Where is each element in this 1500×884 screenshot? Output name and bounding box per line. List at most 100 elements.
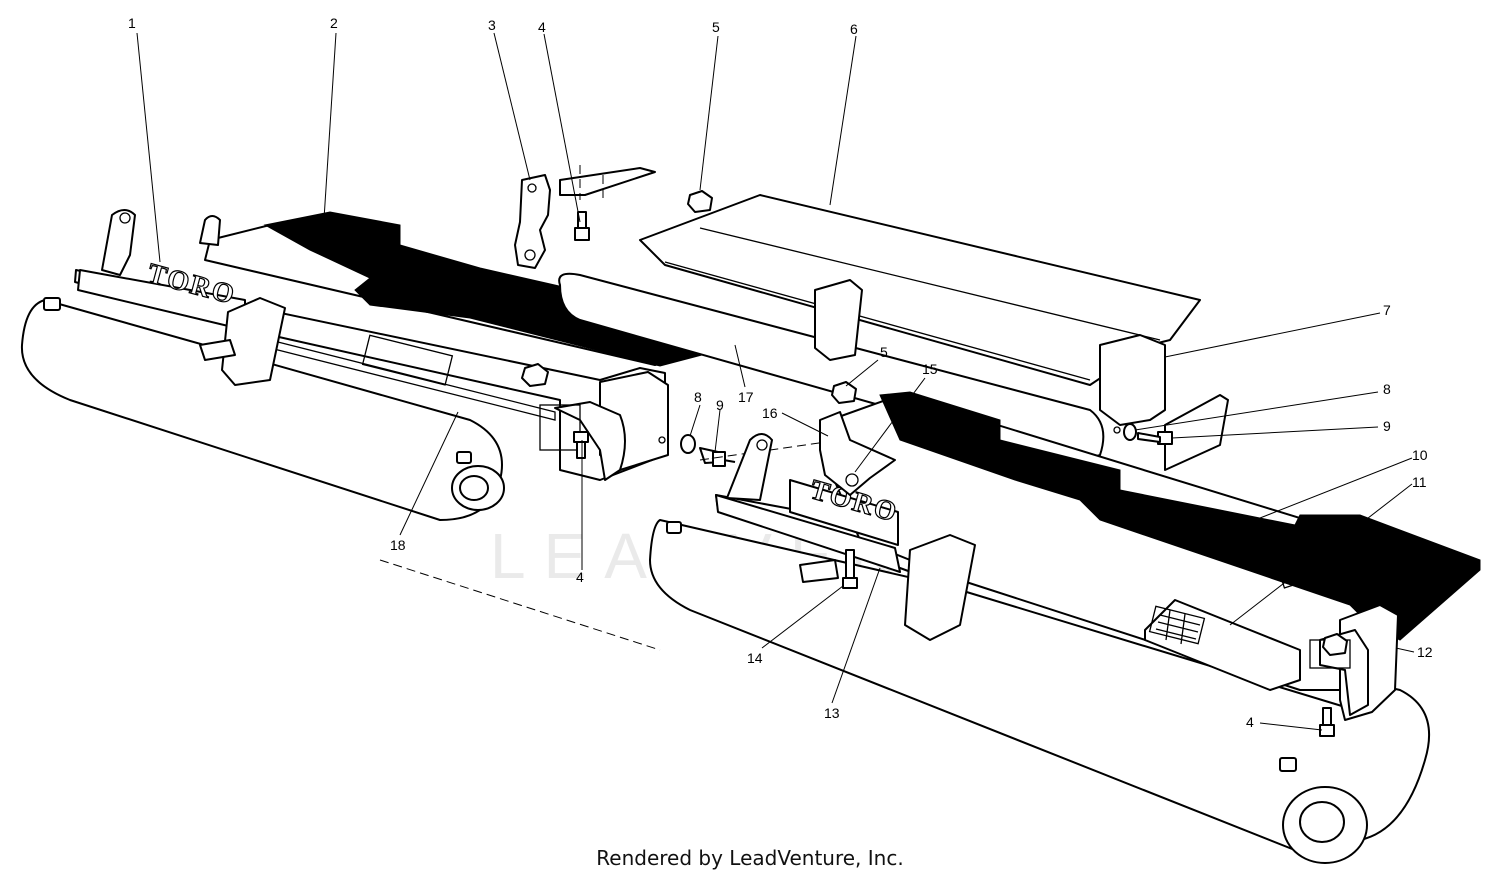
left-end-dash-box (539, 404, 581, 451)
leader-15 (854, 377, 926, 473)
callout-18: 18 (390, 537, 406, 553)
leader-3 (493, 32, 531, 181)
leader-4a (543, 33, 581, 223)
callout-17: 17 (738, 389, 754, 405)
right-flange-nut-end (1322, 633, 1348, 656)
callout-5-mid: 5 (880, 344, 888, 360)
callout-8-right: 8 (1383, 381, 1391, 397)
callout-2: 2 (330, 15, 338, 31)
left-washer (680, 434, 696, 454)
rear-shield-assembly (639, 190, 1229, 471)
leader-4c (1259, 722, 1323, 731)
leader-11 (1229, 483, 1413, 626)
mount-bolt-shank (577, 211, 587, 229)
left-bolt-9-head (712, 451, 726, 467)
left-bolt-4-head (573, 431, 589, 443)
callout-15: 15 (922, 361, 938, 377)
leader-9a (714, 409, 721, 453)
callout-leaders (136, 32, 1415, 731)
left-end-bracket (554, 401, 626, 481)
right-lower-bracket (799, 559, 839, 583)
right-hinge-bracket (819, 411, 896, 496)
mount-bracket-hole-bottom (524, 249, 536, 261)
callout-8-left: 8 (694, 389, 702, 405)
leader-13 (831, 567, 881, 704)
callout-4-top: 4 (538, 19, 546, 35)
mid-support-post (814, 279, 863, 361)
callout-12: 12 (1417, 644, 1433, 660)
leader-7 (1164, 312, 1381, 358)
callout-9-left: 9 (716, 397, 724, 413)
left-lower-bracket (199, 339, 236, 361)
callout-5-top: 5 (712, 19, 720, 35)
leader-16 (781, 412, 829, 437)
rear-hanger-hole (1113, 426, 1121, 434)
left-roller-plug (43, 297, 61, 311)
right-support-post (904, 534, 976, 641)
carriage-bolt-14-head (842, 577, 858, 589)
leader-5b (845, 359, 879, 387)
leader-8a (689, 404, 701, 437)
right-flange-nut-top (831, 381, 857, 404)
leader-18 (399, 411, 459, 536)
mount-bracket (514, 174, 551, 269)
left-roller-tube (20, 299, 503, 521)
right-black-mat (879, 391, 1481, 641)
warning-decal-box (1278, 547, 1360, 589)
right-bolt-4-shank (1322, 707, 1332, 726)
instruction-decal-grid (1148, 605, 1206, 645)
leader-14 (761, 585, 844, 649)
callout-numbers: 1 2 3 4 5 6 7 8 9 10 11 12 4 13 14 4 18 … (128, 15, 1433, 730)
left-assembly: TORO (20, 209, 741, 521)
right-roller-plug-2 (666, 521, 682, 534)
callout-14: 14 (747, 650, 763, 666)
right-washer (1123, 423, 1137, 441)
right-roller-end-inner (1299, 801, 1345, 843)
callout-6: 6 (850, 21, 858, 37)
leader-5a (699, 35, 719, 191)
front-shield-decal-area (361, 334, 454, 386)
callout-9-right: 9 (1383, 418, 1391, 434)
callout-7: 7 (1383, 302, 1391, 318)
right-bolt-9-shank (1137, 432, 1161, 443)
callout-4-right: 4 (1246, 714, 1254, 730)
left-roller-plug-2 (456, 451, 472, 464)
left-end-hole (658, 436, 666, 444)
callout-3: 3 (488, 17, 496, 33)
right-roller-plug (1279, 757, 1297, 772)
left-roller-end-inner (459, 475, 489, 501)
leader-12 (1395, 647, 1415, 653)
rear-shield-hanger (1099, 334, 1166, 426)
right-bracket-hole (756, 439, 768, 451)
leader-6 (829, 35, 857, 206)
left-support-post (221, 297, 286, 386)
rear-lower-plate (1164, 394, 1229, 471)
rear-flange-nut (687, 190, 713, 213)
callout-1: 1 (128, 15, 136, 31)
right-assembly: ▲WARNING TORO (558, 272, 1481, 864)
left-bracket-arm (101, 209, 136, 276)
rear-shield-fold (664, 227, 1161, 381)
carriage-bolt-14-shank (845, 549, 855, 579)
instruction-decal-lines (1155, 609, 1201, 645)
left-small-bracket (199, 215, 221, 246)
right-bolt-4-head (1319, 724, 1335, 737)
left-bolt-4-shank (576, 441, 586, 459)
mount-bracket-hole-top (527, 183, 537, 193)
leader-8 (1134, 391, 1379, 431)
mount-bracket-assembly (514, 165, 656, 269)
mount-dash-guide (579, 165, 604, 200)
leader-1 (136, 32, 161, 263)
callout-13: 13 (824, 705, 840, 721)
mount-bracket-flange (559, 167, 656, 196)
leader-10 (1259, 457, 1413, 519)
callout-11: 11 (1412, 474, 1427, 490)
footer-credit: Rendered by LeadVenture, Inc. (596, 846, 904, 870)
leader-2 (321, 32, 337, 251)
left-bracket-hole (119, 212, 131, 224)
right-bracket-arm (726, 433, 773, 501)
mount-bolt-head (574, 227, 590, 241)
callout-4-left: 4 (576, 569, 584, 585)
right-hinge-hole (845, 473, 859, 487)
